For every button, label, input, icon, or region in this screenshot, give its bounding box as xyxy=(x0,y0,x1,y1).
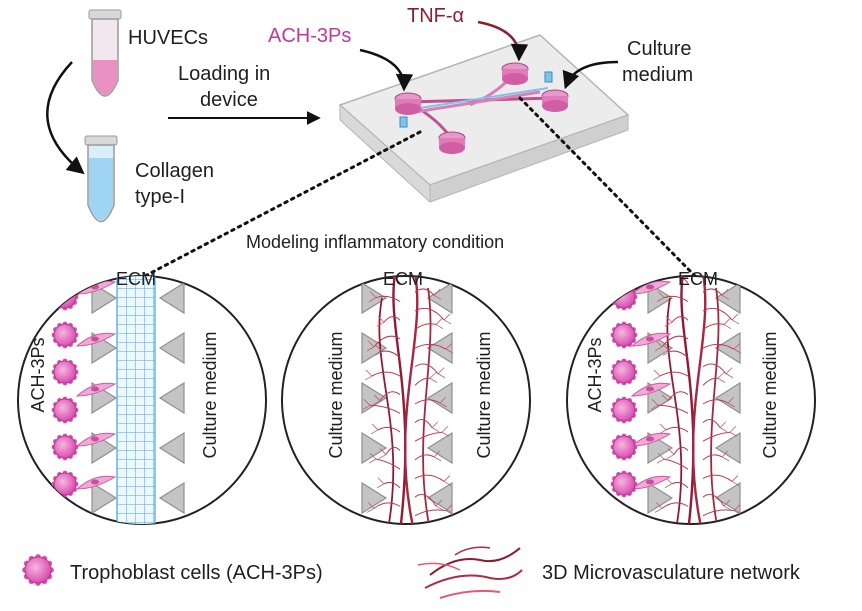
loading-label-line1: Loading in xyxy=(178,63,270,85)
legend-trophoblast-icon xyxy=(22,554,54,586)
device-tnf-label: TNF-α xyxy=(407,5,464,27)
device-culture-label-line1: Culture xyxy=(627,38,691,60)
microfluidic-device xyxy=(338,34,630,204)
collagen-label-line2: type-I xyxy=(135,186,185,208)
panel-right: ECM ACH-3Ps Culture medium xyxy=(566,269,816,525)
panel-left-ecm-label: ECM xyxy=(116,269,156,289)
panel-right-ecm-label: ECM xyxy=(678,269,718,289)
huvecs-tube xyxy=(88,9,122,97)
culture-arrow xyxy=(562,60,619,90)
device-ach-label: ACH-3Ps xyxy=(268,25,351,47)
section-title: Modeling inflammatory condition xyxy=(246,232,504,252)
legend-vessel-icon xyxy=(417,546,523,599)
panel-right-side-label: ACH-3Ps xyxy=(585,337,605,412)
collagen-tube xyxy=(84,135,118,223)
panel-left: ECM ACH-3Ps Culture medium xyxy=(17,269,267,525)
legend-trophoblast-label: Trophoblast cells (ACH-3Ps) xyxy=(70,562,323,584)
panel-middle-right-label: Culture medium xyxy=(474,331,494,458)
device-culture-label-line2: medium xyxy=(622,64,693,86)
ach-arrow xyxy=(359,48,414,92)
legend-vessel-label: 3D Microvasculature network xyxy=(542,562,801,584)
panel-left-culture-label: Culture medium xyxy=(200,331,220,458)
panel-left-side-label: ACH-3Ps xyxy=(28,337,48,412)
tube-transfer-arrow xyxy=(46,61,85,175)
zoom-line-left xyxy=(143,130,422,278)
huvecs-label: HUVECs xyxy=(128,27,208,49)
panel-middle-left-label: Culture medium xyxy=(326,331,346,458)
loading-label-line2: device xyxy=(200,89,258,111)
panel-middle: ECM Culture medium Culture medium xyxy=(281,269,531,525)
panel-middle-ecm-label: ECM xyxy=(383,269,423,289)
panel-right-culture-label: Culture medium xyxy=(760,331,780,458)
collagen-label-line1: Collagen xyxy=(135,160,214,182)
tnf-arrow xyxy=(477,20,529,62)
